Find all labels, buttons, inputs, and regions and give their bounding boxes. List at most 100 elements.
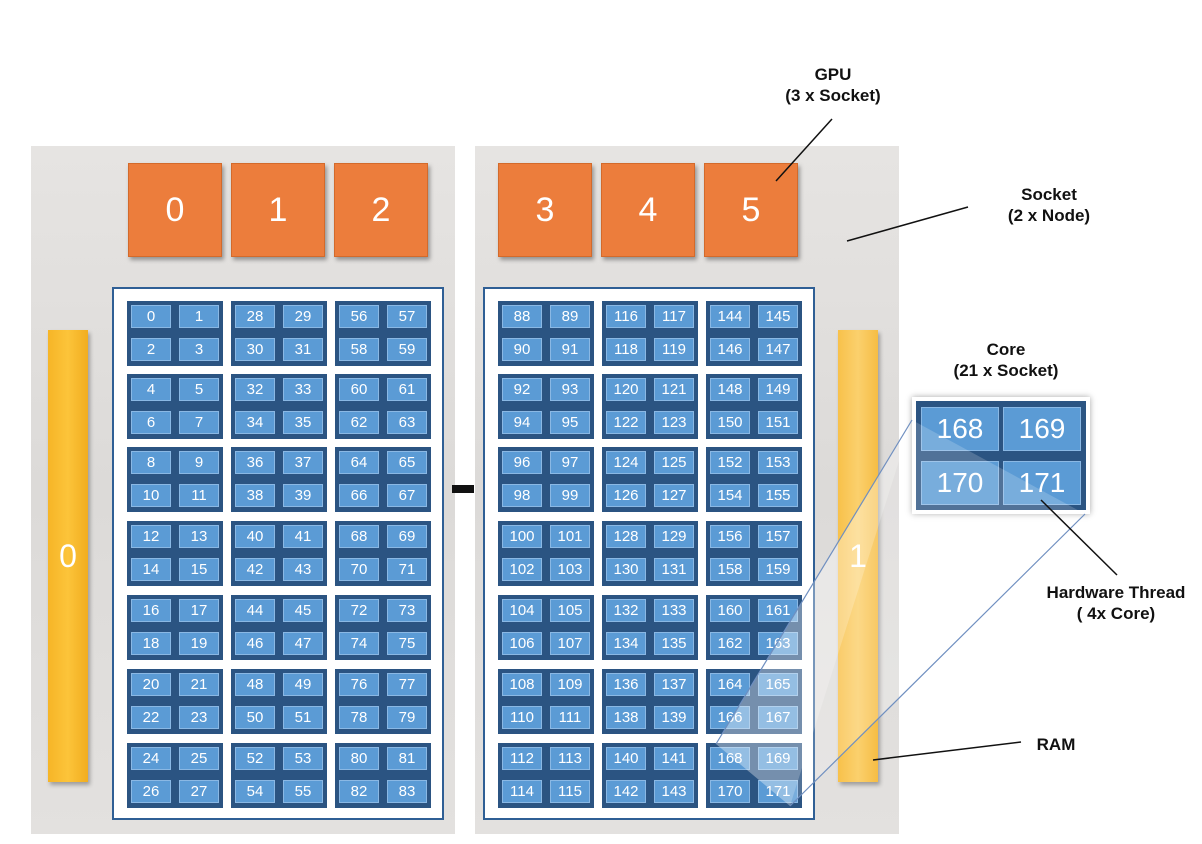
hardware-thread: 5 [179, 378, 219, 401]
socket-label-sub: (2 x Node) [1007, 206, 1091, 225]
hardware-thread: 143 [654, 780, 694, 803]
hardware-thread: 75 [387, 632, 427, 655]
hardware-thread: 8 [131, 451, 171, 474]
hardware-thread: 23 [179, 706, 219, 729]
hardware-thread: 13 [179, 525, 219, 548]
hardware-thread: 102 [502, 558, 542, 581]
hardware-thread: 30 [235, 338, 275, 361]
hardware-thread: 126 [606, 484, 646, 507]
hardware-thread: 158 [710, 558, 750, 581]
hardware-thread: 61 [387, 378, 427, 401]
gpu-4: 4 [601, 163, 695, 257]
hardware-thread: 58 [339, 338, 379, 361]
hardware-thread: 69 [387, 525, 427, 548]
zoomed-thread: 170 [921, 461, 999, 505]
gpu-pointer-line [775, 118, 833, 182]
hardware-thread: 91 [550, 338, 590, 361]
hardware-thread: 0 [131, 305, 171, 328]
hardware-thread: 93 [550, 378, 590, 401]
hardware-thread: 48 [235, 673, 275, 696]
hardware-thread: 148 [710, 378, 750, 401]
hardware-thread: 163 [758, 632, 798, 655]
hardware-thread: 20 [131, 673, 171, 696]
hardware-thread: 133 [654, 599, 694, 622]
hardware-thread: 83 [387, 780, 427, 803]
hardware-thread: 36 [235, 451, 275, 474]
hardware-thread: 106 [502, 632, 542, 655]
hardware-thread: 105 [550, 599, 590, 622]
hardware-thread: 59 [387, 338, 427, 361]
hardware-thread: 169 [758, 747, 798, 770]
hardware-thread: 104 [502, 599, 542, 622]
hardware-thread: 29 [283, 305, 323, 328]
hardware-thread: 116 [606, 305, 646, 328]
hardware-thread: 9 [179, 451, 219, 474]
hardware-thread: 21 [179, 673, 219, 696]
hardware-thread: 97 [550, 451, 590, 474]
hardware-thread: 128 [606, 525, 646, 548]
hardware-thread: 19 [179, 632, 219, 655]
hardware-thread: 117 [654, 305, 694, 328]
hardware-thread: 51 [283, 706, 323, 729]
socket-label: Socket (2 x Node) [996, 184, 1102, 226]
gpu-label: GPU (3 x Socket) [780, 64, 886, 106]
hardware-thread: 120 [606, 378, 646, 401]
hardware-thread: 127 [654, 484, 694, 507]
hardware-thread: 49 [283, 673, 323, 696]
hardware-thread: 132 [606, 599, 646, 622]
hardware-thread: 112 [502, 747, 542, 770]
hardware-thread: 70 [339, 558, 379, 581]
hardware-thread: 34 [235, 411, 275, 434]
hardware-thread: 66 [339, 484, 379, 507]
socket-label-title: Socket [1021, 185, 1077, 204]
hardware-thread: 88 [502, 305, 542, 328]
hardware-thread: 3 [179, 338, 219, 361]
ram-label-title: RAM [1036, 735, 1076, 754]
hardware-thread: 90 [502, 338, 542, 361]
hardware-thread: 78 [339, 706, 379, 729]
hardware-thread: 100 [502, 525, 542, 548]
hardware-thread: 43 [283, 558, 323, 581]
hardware-thread: 16 [131, 599, 171, 622]
hardware-thread: 162 [710, 632, 750, 655]
zoomed-core: 168 169 170 171 [912, 397, 1090, 514]
hardware-thread: 111 [550, 706, 590, 729]
hardware-thread: 166 [710, 706, 750, 729]
hardware-thread: 99 [550, 484, 590, 507]
hardware-thread: 38 [235, 484, 275, 507]
zoomed-thread: 168 [921, 407, 999, 451]
hardware-thread: 147 [758, 338, 798, 361]
hardware-thread: 95 [550, 411, 590, 434]
gpu-2: 2 [334, 163, 428, 257]
hardware-thread: 53 [283, 747, 323, 770]
hardware-thread: 101 [550, 525, 590, 548]
hardware-thread: 33 [283, 378, 323, 401]
hardware-thread: 122 [606, 411, 646, 434]
hardware-thread: 138 [606, 706, 646, 729]
hardware-thread: 153 [758, 451, 798, 474]
hardware-thread: 4 [131, 378, 171, 401]
hardware-thread: 136 [606, 673, 646, 696]
hardware-thread: 167 [758, 706, 798, 729]
hardware-thread: 41 [283, 525, 323, 548]
hardware-thread: 82 [339, 780, 379, 803]
hardware-thread: 140 [606, 747, 646, 770]
hardware-thread: 54 [235, 780, 275, 803]
hardware-thread: 46 [235, 632, 275, 655]
zoom-highlight [790, 420, 1085, 806]
hardware-thread: 144 [710, 305, 750, 328]
